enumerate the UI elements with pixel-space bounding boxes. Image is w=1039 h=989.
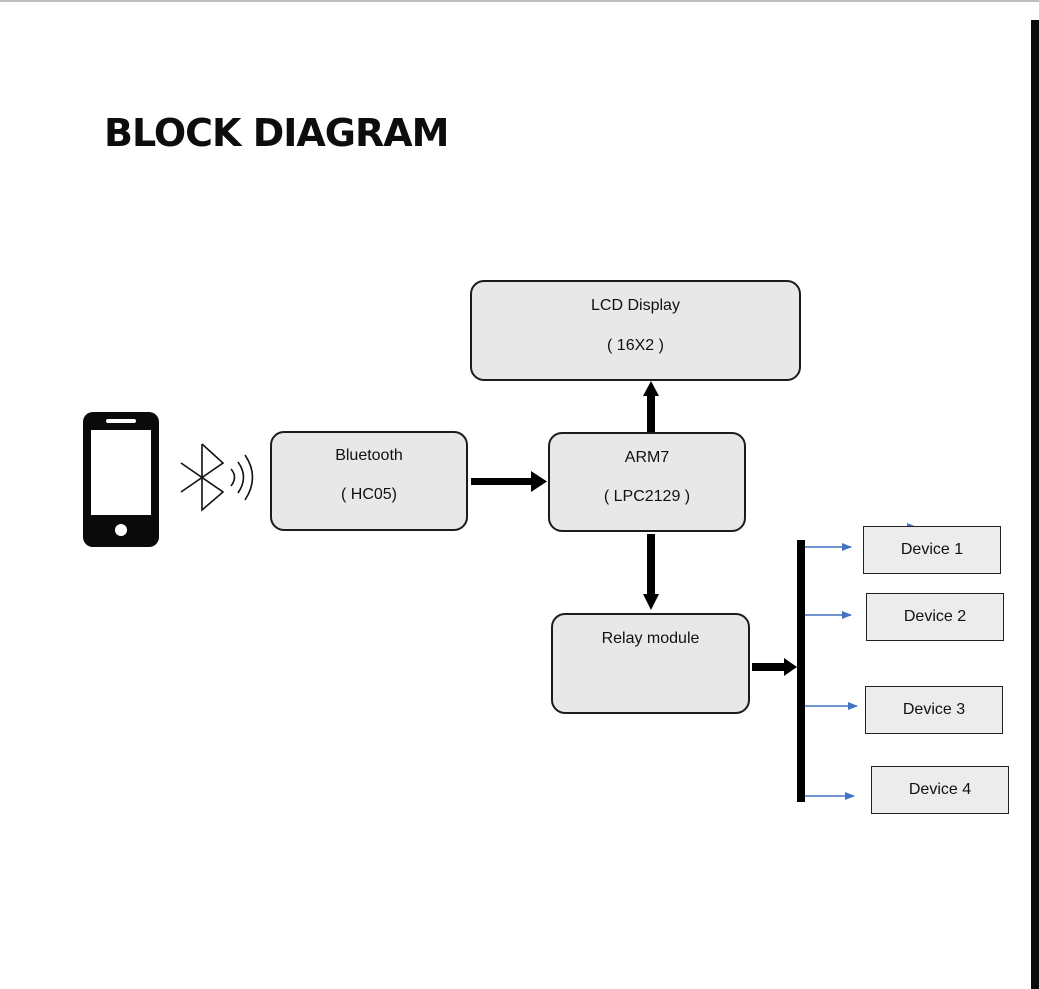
lcd-display-block: LCD Display ( 16X2 ) bbox=[470, 280, 801, 381]
arrow-arm-to-relay bbox=[643, 534, 659, 610]
relay-module-block: Relay module bbox=[551, 613, 750, 714]
bluetooth-label: Bluetooth bbox=[335, 447, 403, 464]
arm7-block: ARM7 ( LPC2129 ) bbox=[548, 432, 746, 532]
lcd-display-spec: ( 16X2 ) bbox=[607, 337, 664, 354]
smartphone-icon bbox=[83, 412, 159, 547]
page-title: BLOCK DIAGRAM bbox=[104, 111, 449, 155]
arrow-arm-to-lcd bbox=[643, 381, 659, 432]
bluetooth-block: Bluetooth ( HC05) bbox=[270, 431, 468, 531]
arm7-spec: ( LPC2129 ) bbox=[603, 488, 691, 505]
bluetooth-spec: ( HC05) bbox=[340, 486, 397, 503]
output-bus-line bbox=[797, 540, 805, 802]
arm7-label: ARM7 bbox=[624, 449, 670, 466]
device-3-box: Device 3 bbox=[865, 686, 1003, 734]
top-rule bbox=[0, 0, 1039, 2]
arrow-bluetooth-to-arm bbox=[471, 471, 547, 492]
lcd-display-label: LCD Display bbox=[591, 297, 680, 314]
right-edge-bar bbox=[1031, 20, 1039, 989]
bluetooth-signal-icon bbox=[180, 443, 254, 512]
device-1-box: Device 1 bbox=[863, 526, 1001, 574]
relay-module-label: Relay module bbox=[601, 630, 700, 647]
arrow-relay-to-bus bbox=[752, 658, 797, 676]
device-2-box: Device 2 bbox=[866, 593, 1004, 641]
device-4-box: Device 4 bbox=[871, 766, 1009, 814]
